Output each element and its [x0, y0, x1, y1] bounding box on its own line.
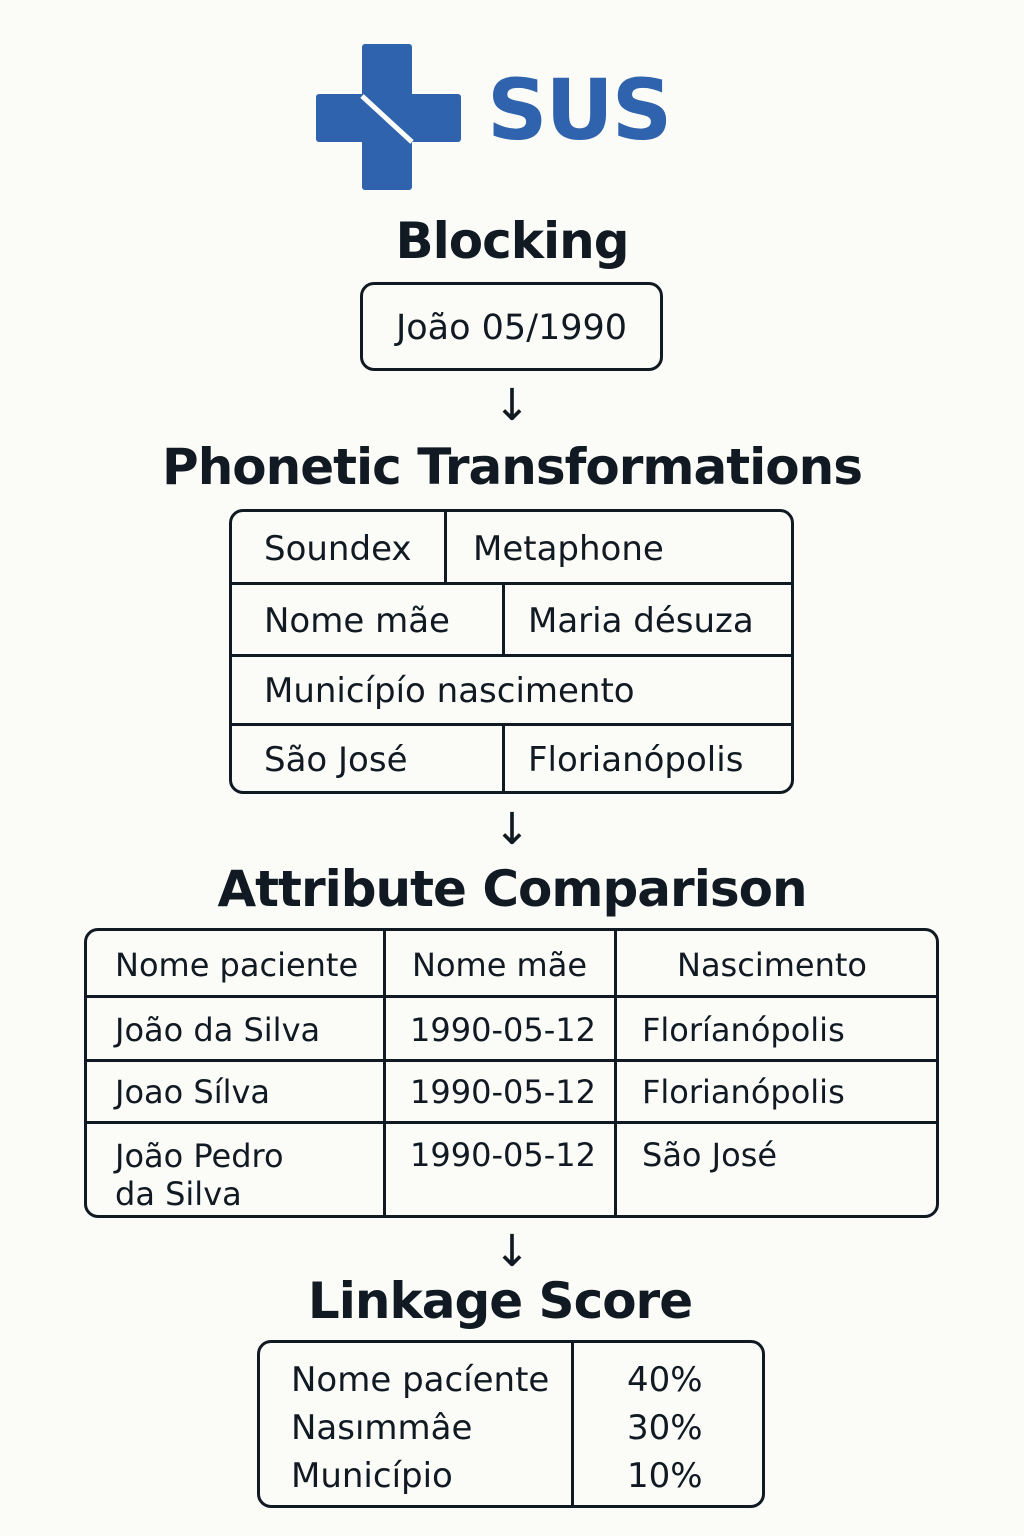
sus-logo-cross-icon	[316, 44, 461, 190]
table-cell: João Pedro da Silva	[115, 1137, 284, 1213]
phonetic-cell: Municípío nascimento	[264, 671, 635, 711]
arrow-down-icon: ↓	[493, 380, 531, 431]
attribute-heading: Attribute Comparison	[217, 860, 807, 918]
phonetic-cell: Florianópolis	[528, 740, 744, 780]
arrow-down-icon: ↓	[493, 1226, 531, 1277]
phonetic-cell: Maria désuza	[528, 601, 754, 641]
table-cell: João da Silva	[115, 1011, 321, 1049]
linkage-label: Nasımmâe	[291, 1408, 473, 1448]
blocking-value: João 05/1990	[395, 308, 628, 348]
arrow-down-icon: ↓	[493, 804, 531, 855]
linkage-heading: Linkage Score	[307, 1272, 693, 1330]
linkage-value: 10%	[627, 1456, 703, 1496]
phonetic-cell: São José	[264, 740, 408, 780]
attribute-table: Nome paciente Nome mãe Nascimento João d…	[84, 928, 939, 1218]
linkage-value: 30%	[627, 1408, 703, 1448]
phonetic-cell: Soundex	[264, 529, 412, 569]
table-cell: 1990-05-12	[410, 1073, 596, 1111]
phonetic-table: Soundex Metaphone Nome mãe Maria désuza …	[229, 509, 794, 794]
table-cell: 1990-05-12	[410, 1136, 596, 1174]
linkage-label: Município	[291, 1456, 453, 1496]
table-cell: Florianópolis	[642, 1073, 845, 1111]
column-header: Nome paciente	[115, 946, 359, 984]
table-cell: Joao Sílva	[115, 1073, 271, 1111]
table-cell: 1990-05-12	[410, 1011, 596, 1049]
linkage-value: 40%	[627, 1360, 703, 1400]
table-cell: São José	[642, 1136, 778, 1174]
logo-text: SUS	[487, 61, 672, 159]
phonetic-cell: Nome mãe	[264, 601, 450, 641]
column-header: Nome mãe	[412, 946, 588, 984]
column-header: Nascimento	[677, 946, 867, 984]
blocking-heading: Blocking	[395, 212, 629, 270]
table-cell: Floríanópolis	[642, 1011, 845, 1049]
phonetic-cell: Metaphone	[473, 529, 664, 569]
blocking-box: João 05/1990	[360, 282, 663, 371]
phonetic-heading: Phonetic Transformations	[162, 438, 863, 496]
linkage-table: Nome pacíente Nasımmâe Município 40% 30%…	[257, 1340, 765, 1508]
linkage-label: Nome pacíente	[291, 1360, 550, 1400]
